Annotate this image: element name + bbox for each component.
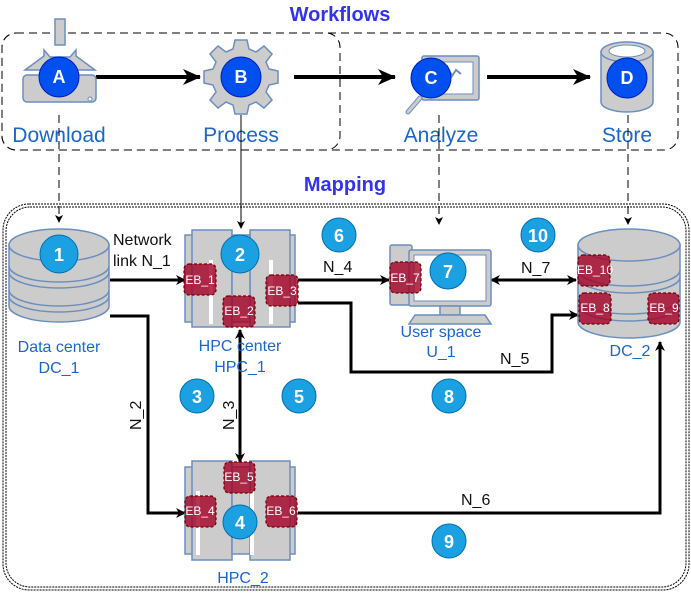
buffer-eb5-label: EB_5	[224, 470, 254, 484]
buffer-eb1-label: EB_1	[185, 273, 215, 287]
map-badge-2: 2	[220, 234, 260, 274]
buffer-eb8[interactable]: EB_8	[578, 292, 612, 325]
buffer-eb2[interactable]: EB_2	[222, 295, 256, 328]
buffer-eb9-label: EB_9	[649, 301, 679, 315]
buffer-eb4[interactable]: EB_4	[184, 495, 217, 528]
link-n5[interactable]	[298, 301, 579, 374]
node-hpc1-label-line1: HPC center	[199, 338, 282, 355]
link-n1-label-line1: Network	[113, 232, 173, 249]
link-n2-label: N_2	[128, 401, 145, 430]
map-badge-2-text: 2	[235, 245, 245, 265]
buffer-eb10[interactable]: EB_10	[577, 254, 613, 287]
map-badge-7: 7	[429, 252, 467, 290]
step-badge-a-text: A	[53, 67, 66, 87]
map-badge-3: 3	[179, 378, 215, 414]
map-badge-10: 10	[520, 217, 556, 253]
step-badge-c-text: C	[425, 68, 438, 88]
step-badge-b	[220, 56, 262, 98]
node-u1-label-line2: U_1	[426, 344, 455, 361]
node-dc2-label: DC_2	[610, 343, 651, 360]
step-label-analyze: Analyze	[404, 124, 479, 147]
buffer-eb9[interactable]: EB_9	[647, 292, 680, 325]
map-badge-1: 1	[39, 234, 79, 274]
node-dc1-label-line2: DC_1	[39, 360, 80, 377]
buffer-eb6-label: EB_6	[266, 504, 296, 518]
buffer-eb3[interactable]: EB_3	[265, 274, 299, 307]
link-n6[interactable]	[298, 341, 665, 515]
mapping-container-inner	[5, 206, 687, 588]
buffer-eb8-label: EB_8	[580, 301, 610, 315]
map-badge-4: 4	[222, 504, 258, 540]
map-badge-6: 6	[321, 217, 357, 253]
map-badge-9: 9	[431, 523, 467, 559]
link-n5-label: N_5	[500, 351, 529, 368]
link-n7-label: N_7	[521, 260, 550, 277]
step-badge-d-text: D	[621, 68, 634, 88]
node-hpc1-label-line2: HPC_1	[214, 359, 266, 376]
buffer-eb2-label: EB_2	[224, 304, 254, 318]
buffer-eb1[interactable]: EB_1	[183, 263, 217, 296]
mapping-container	[2, 203, 690, 591]
map-badge-8: 8	[431, 378, 467, 414]
buffer-eb5[interactable]: EB_5	[223, 461, 256, 494]
step-badge-c	[410, 57, 452, 99]
step-badge-a	[38, 56, 80, 98]
map-badge-9-text: 9	[444, 532, 454, 552]
step-download[interactable]: A Download	[12, 18, 106, 147]
map-badge-8-text: 8	[444, 387, 454, 407]
buffer-eb7-label: EB_7	[390, 271, 420, 285]
map-badge-6-text: 6	[334, 226, 344, 246]
step-process[interactable]: B Process	[203, 39, 279, 147]
map-badge-5-text: 5	[294, 387, 304, 407]
map-badge-5: 5	[281, 378, 317, 414]
step-store[interactable]: D Store	[600, 41, 654, 147]
map-badge-10-text: 10	[528, 226, 548, 246]
link-n1-label-line2: link N_1	[113, 253, 171, 270]
buffer-eb7[interactable]: EB_7	[389, 261, 422, 294]
step-badge-b-text: B	[235, 67, 248, 87]
map-badge-4-text: 4	[235, 513, 245, 533]
workflows-title: Workflows	[290, 4, 391, 26]
node-u1-label-line1: User space	[401, 324, 482, 341]
buffer-eb4-label: EB_4	[185, 504, 215, 518]
map-badge-7-text: 7	[443, 262, 453, 282]
map-badge-1-text: 1	[54, 245, 64, 265]
step-badge-d	[606, 57, 648, 99]
workflows-container-border	[1, 32, 679, 151]
step-analyze[interactable]: C Analyze	[404, 55, 480, 147]
link-n2[interactable]	[110, 314, 186, 518]
buffer-eb10-label: EB_10	[577, 263, 613, 277]
buffer-eb6[interactable]: EB_6	[265, 495, 298, 528]
node-dc1-label-line1: Data center	[18, 339, 101, 356]
link-n6-label: N_6	[461, 492, 490, 509]
link-n4-label: N_4	[323, 259, 352, 276]
node-hpc2-label: HPC_2	[217, 570, 269, 587]
mapping-title: Mapping	[304, 174, 386, 196]
link-n3-label: N_3	[221, 401, 238, 430]
buffer-eb3-label: EB_3	[267, 284, 297, 298]
map-badge-3-text: 3	[192, 387, 202, 407]
step-label-store: Store	[602, 124, 652, 147]
